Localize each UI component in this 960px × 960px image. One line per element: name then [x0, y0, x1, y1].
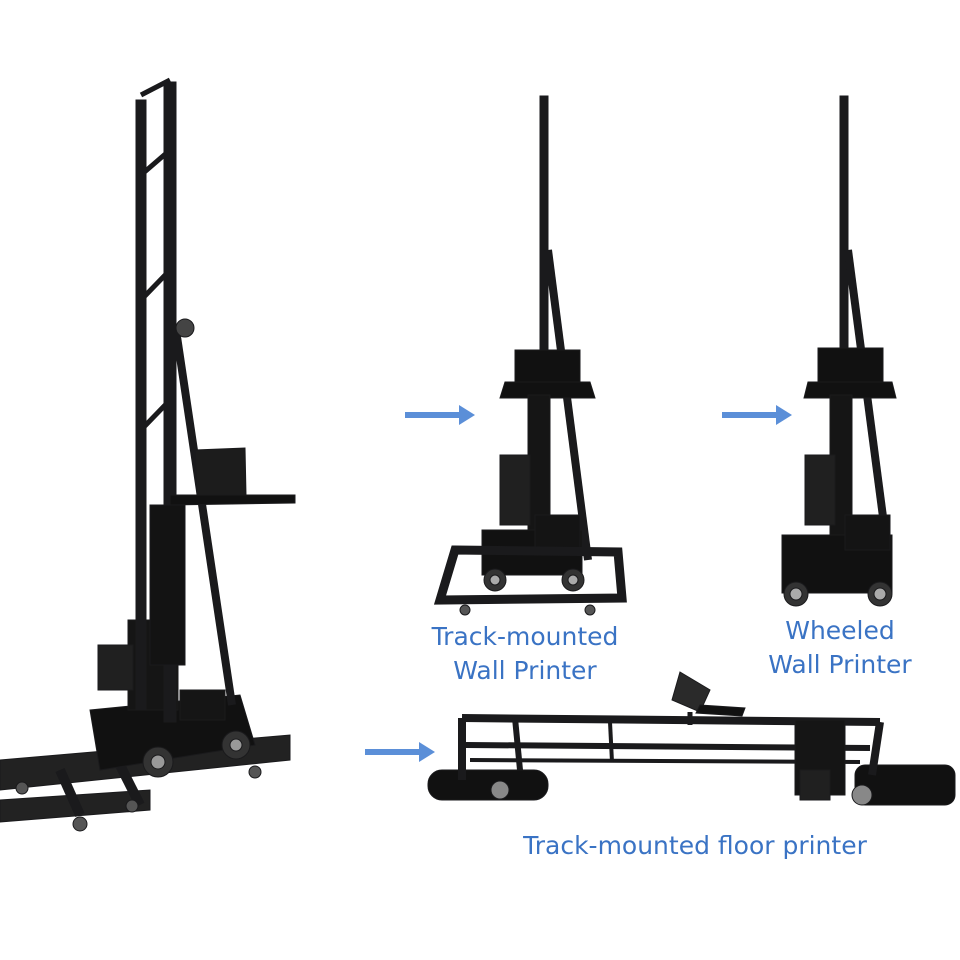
- label-wheeled-wall-printer: Wheeled Wall Printer: [740, 614, 940, 682]
- arrow-right-icon: [405, 405, 475, 425]
- wheeled-wall-printer: [781, 95, 897, 607]
- label-line: Track-mounted floor printer: [523, 831, 867, 860]
- label-track-mounted-wall-printer: Track-mounted Wall Printer: [405, 620, 645, 688]
- label-line-1: Track-mounted: [431, 622, 619, 651]
- label-line-1: Wheeled: [785, 616, 895, 645]
- label-line-2: Wall Printer: [768, 650, 912, 679]
- label-track-mounted-floor-printer: Track-mounted floor printer: [490, 829, 900, 863]
- arrow-right-icon: [722, 405, 792, 425]
- track-mounted-floor-printer: [427, 671, 956, 806]
- arrow-right-icon: [365, 742, 435, 762]
- track-mounted-wall-printer: [433, 95, 627, 616]
- label-line-2: Wall Printer: [453, 656, 597, 685]
- large-wall-printer: [0, 77, 296, 832]
